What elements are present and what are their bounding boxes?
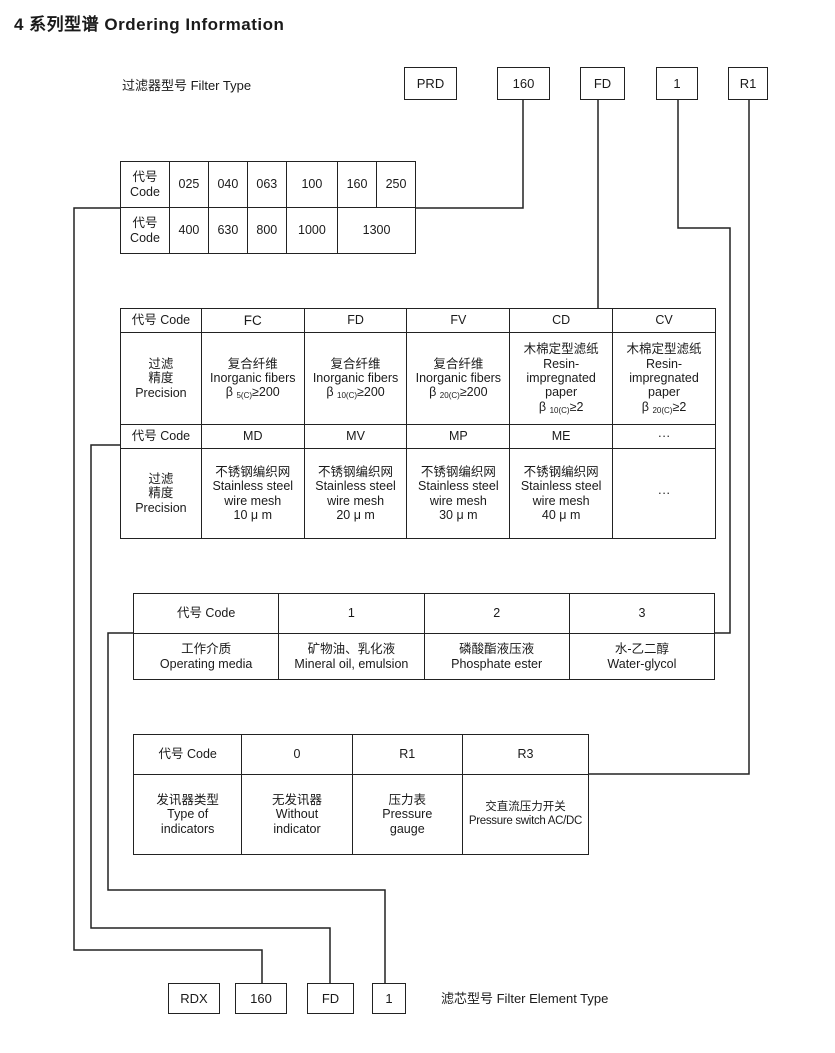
size-cell: 630 [207,207,248,254]
precision-desc: ··· [612,448,716,539]
precision-desc: 复合纤维 Inorganic fibers β 20(C)≥200 [406,332,511,425]
indicator-code: 0 [241,734,353,775]
indicator-table: 代号 Code 0 R1 R3 发讯器类型 Type of indicators… [132,734,590,855]
precision-code-header: 代号 Code [120,308,202,333]
precision-desc: 木棉定型滤纸 Resin- impregnated paper β 10(C)≥… [509,332,614,425]
precision-code: MV [303,424,408,449]
element-code-series: RDX [168,983,220,1014]
precision-desc: 不锈钢编织网 Stainless steel wire mesh 30 μ m [406,448,511,539]
media-header: 工作介质 Operating media [132,633,280,680]
filter-code-series: PRD [404,67,457,100]
size-header-1: 代号 Code [120,161,170,208]
precision-table: 代号 Code FC FD FV CD CV 过滤 精度 Precision 复… [120,308,716,539]
size-cell: 040 [207,161,248,208]
media-table: 代号 Code 1 2 3 工作介质 Operating media 矿物油、乳… [132,593,716,680]
indicator-desc: 交直流压力开关 Pressure switch AC/DC [461,774,590,855]
indicator-code: R1 [351,734,463,775]
precision-desc: 复合纤维 Inorganic fibers β 10(C)≥200 [303,332,408,425]
size-cell: 160 [337,161,377,208]
element-code-precision: FD [307,983,354,1014]
precision-desc: 不锈钢编织网 Stainless steel wire mesh 10 μ m [200,448,305,539]
precision-code: ··· [612,424,716,449]
page-title: 4 系列型谱 Ordering Information [14,15,285,34]
precision-code: MD [200,424,305,449]
filter-code-size: 160 [497,67,550,100]
filter-code-precision: FD [580,67,625,100]
media-code: 3 [568,593,716,634]
precision-code: FC [200,308,305,333]
size-code-table: 代号 Code 025 040 063 100 160 250 代号 Code … [120,161,416,254]
filter-code-media: 1 [656,67,698,100]
size-cell: 250 [376,161,416,208]
size-cell: 100 [285,161,339,208]
precision-desc: 不锈钢编织网 Stainless steel wire mesh 20 μ m [303,448,408,539]
size-header-2: 代号 Code [120,207,170,254]
size-cell: 400 [169,207,209,254]
indicator-desc: 无发讯器 Without indicator [241,774,353,855]
size-cell: 1300 [337,207,416,254]
element-type-label: 滤芯型号 Filter Element Type [441,991,609,1006]
precision-desc: 不锈钢编织网 Stainless steel wire mesh 40 μ m [509,448,614,539]
indicator-code: R3 [461,734,590,775]
indicator-desc: 压力表 Pressure gauge [351,774,463,855]
media-code: 1 [278,593,425,634]
size-cell: 800 [246,207,287,254]
media-code-header: 代号 Code [132,593,280,634]
size-cell: 025 [169,161,209,208]
media-desc: 水-乙二醇 Water-glycol [568,633,716,680]
precision-code: ME [509,424,614,449]
precision-header: 过滤 精度 Precision [120,448,202,539]
precision-header: 过滤 精度 Precision [120,332,202,425]
precision-code: FV [406,308,511,333]
size-cell: 063 [246,161,287,208]
indicator-code-header: 代号 Code [132,734,243,775]
precision-code-header: 代号 Code [120,424,202,449]
filter-code-indicator: R1 [728,67,768,100]
precision-code: CV [612,308,716,333]
media-desc: 磷酸酯液压液 Phosphate ester [423,633,570,680]
media-desc: 矿物油、乳化液 Mineral oil, emulsion [278,633,425,680]
element-code-size: 160 [235,983,287,1014]
precision-desc: 复合纤维 Inorganic fibers β 5(C)≥200 [200,332,305,425]
indicator-header: 发讯器类型 Type of indicators [132,774,243,855]
precision-code: MP [406,424,511,449]
filter-type-label: 过滤器型号 Filter Type [122,78,252,93]
precision-code: FD [303,308,408,333]
element-code-media: 1 [372,983,406,1014]
media-code: 2 [423,593,570,634]
precision-code: CD [509,308,614,333]
precision-desc: 木棉定型滤纸 Resin- impregnated paper β 20(C)≥… [612,332,716,425]
size-cell: 1000 [285,207,339,254]
